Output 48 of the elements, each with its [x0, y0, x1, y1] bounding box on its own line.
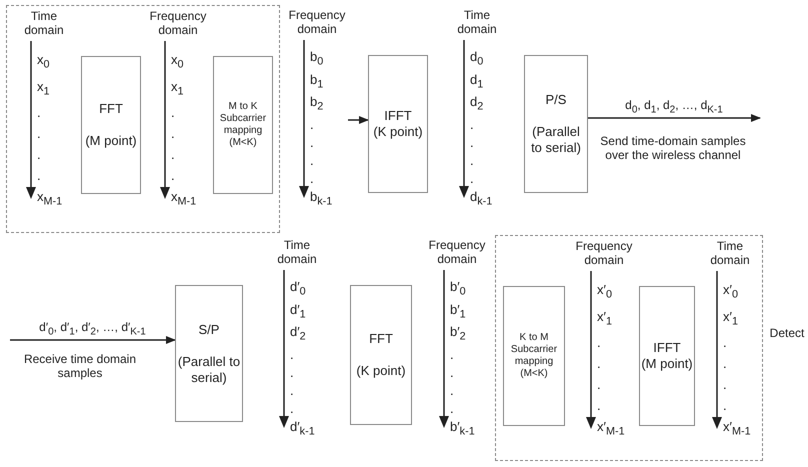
domain-heading: Time domain	[456, 8, 498, 36]
block-note: (M point)	[84, 133, 138, 149]
process-box	[213, 56, 273, 194]
sample-list: x$_{0}$ x$_{1}$ . . . . x$_{M-1}$	[37, 49, 62, 213]
process-box	[524, 55, 588, 193]
block-note: (Parallel to serial)	[530, 124, 582, 156]
block-name: M to K Subcarrier mapping (M<K)	[218, 101, 268, 149]
domain-heading: Frequency domain	[288, 8, 346, 36]
block-name: FFT	[368, 331, 394, 347]
block-note: (K point)	[355, 363, 407, 379]
sample-list: x′$_{0}$ x′$_{1}$ . . . . x′$_{M-1}$	[723, 279, 751, 443]
edge-label: d′$_{0}$, d′$_{1}$, d′$_{2}$, …, d′$_{K-1}$	[37, 320, 148, 338]
block-name: FFT	[98, 101, 124, 117]
domain-heading: Time domain	[276, 238, 318, 266]
arrow	[10, 336, 176, 344]
block-name: P/S	[544, 92, 568, 108]
sample-list: b′$_{0}$ b′$_{1}$ b′$_{2}$ . . . . b′$_{k-1}$	[450, 278, 475, 440]
domain-heading: Time domain	[23, 9, 65, 37]
sample-list: d$_{0}$ d$_{1}$ d$_{2}$ . . . . d$_{k-1}$	[470, 48, 492, 210]
sample-list: x$_{0}$ x$_{1}$ . . . . x$_{M-1}$	[171, 49, 196, 213]
process-box	[639, 286, 695, 426]
domain-heading: Frequency domain	[574, 239, 634, 267]
caption-text: Detect	[768, 326, 806, 340]
sample-list: b$_{0}$ b$_{1}$ b$_{2}$ . . . . b$_{k-1}$	[310, 48, 332, 210]
sample-list: x′$_{0}$ x′$_{1}$ . . . . x′$_{M-1}$	[597, 279, 625, 443]
process-box	[81, 56, 141, 194]
block-name: IFFT	[652, 340, 682, 356]
block-note: (Parallel to serial)	[176, 354, 242, 386]
process-box	[175, 285, 243, 422]
arrow	[588, 114, 761, 122]
caption-text: Receive time domain samples	[22, 352, 138, 380]
group-frame	[6, 5, 280, 233]
process-box	[368, 55, 428, 193]
caption-text: Send time-domain samples over the wireless channel	[599, 134, 747, 162]
domain-heading: Time domain	[709, 239, 751, 267]
sample-list: d′$_{0}$ d′$_{1}$ d′$_{2}$ . . . . d′$_{k-1}$	[290, 278, 315, 440]
process-box	[503, 286, 565, 426]
block-name: K to M Subcarrier mapping (M<K)	[510, 332, 558, 380]
block-note: (K point)	[372, 124, 424, 140]
block-note: (M point)	[640, 356, 694, 372]
arrow	[348, 116, 369, 124]
domain-heading: Frequency domain	[428, 238, 486, 266]
block-name: IFFT	[383, 108, 413, 124]
domain-heading: Frequency domain	[148, 9, 208, 37]
group-frame	[495, 235, 763, 461]
block-name: S/P	[198, 322, 220, 338]
process-box	[350, 285, 412, 425]
edge-label: d$_{0}$, d$_{1}$, d$_{2}$, …, d$_{K-1}$	[623, 98, 725, 116]
